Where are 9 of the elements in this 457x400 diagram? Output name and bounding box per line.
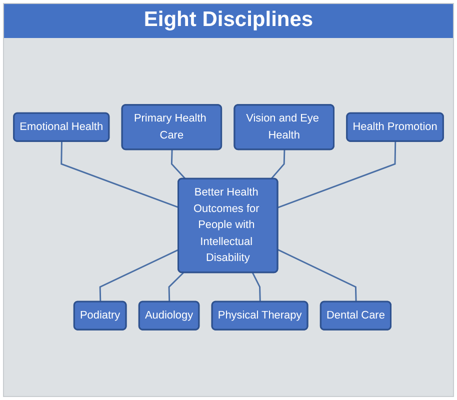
connector xyxy=(60,141,179,208)
connector xyxy=(168,272,184,302)
connector xyxy=(278,248,357,302)
connector xyxy=(278,141,396,208)
connector xyxy=(252,272,261,302)
title-bar: Eight Disciplines xyxy=(4,4,453,38)
connector xyxy=(270,149,286,180)
connector xyxy=(99,248,179,302)
connector xyxy=(170,149,186,180)
